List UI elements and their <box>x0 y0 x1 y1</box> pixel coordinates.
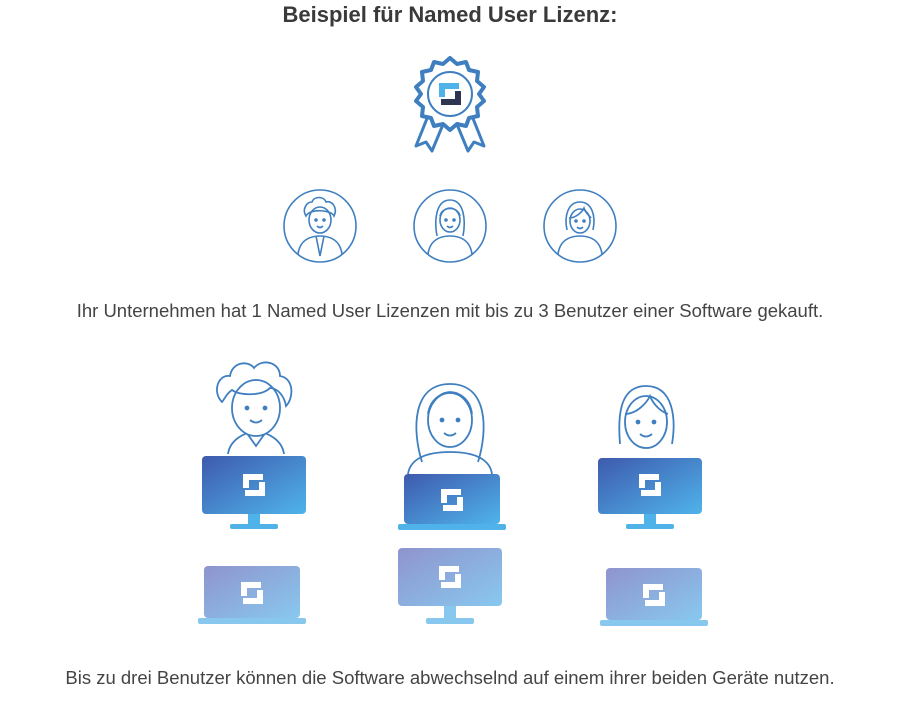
short-hair-woman-avatar-icon <box>543 189 617 263</box>
laptop-icon <box>198 566 306 624</box>
monitor-icon <box>598 458 702 529</box>
monitor-icon <box>398 548 502 624</box>
monitor-icon <box>202 456 306 529</box>
user-short-hair-woman-figure <box>618 385 675 449</box>
caption-license-info: Ihr Unternehmen hat 1 Named User Lizenze… <box>76 300 824 321</box>
license-badge-icon <box>414 56 486 153</box>
user-long-hair-woman-figure <box>407 383 493 475</box>
page-title: Beispiel für Named User Lizenz: <box>282 2 618 27</box>
laptop-icon <box>600 568 708 626</box>
laptop-icon <box>398 474 506 530</box>
long-hair-woman-avatar-icon <box>413 189 487 263</box>
caption-device-usage: Bis zu drei Benutzer können die Software… <box>65 667 835 688</box>
user-curly-man-figure <box>216 361 293 455</box>
curly-man-avatar-icon <box>283 189 357 263</box>
